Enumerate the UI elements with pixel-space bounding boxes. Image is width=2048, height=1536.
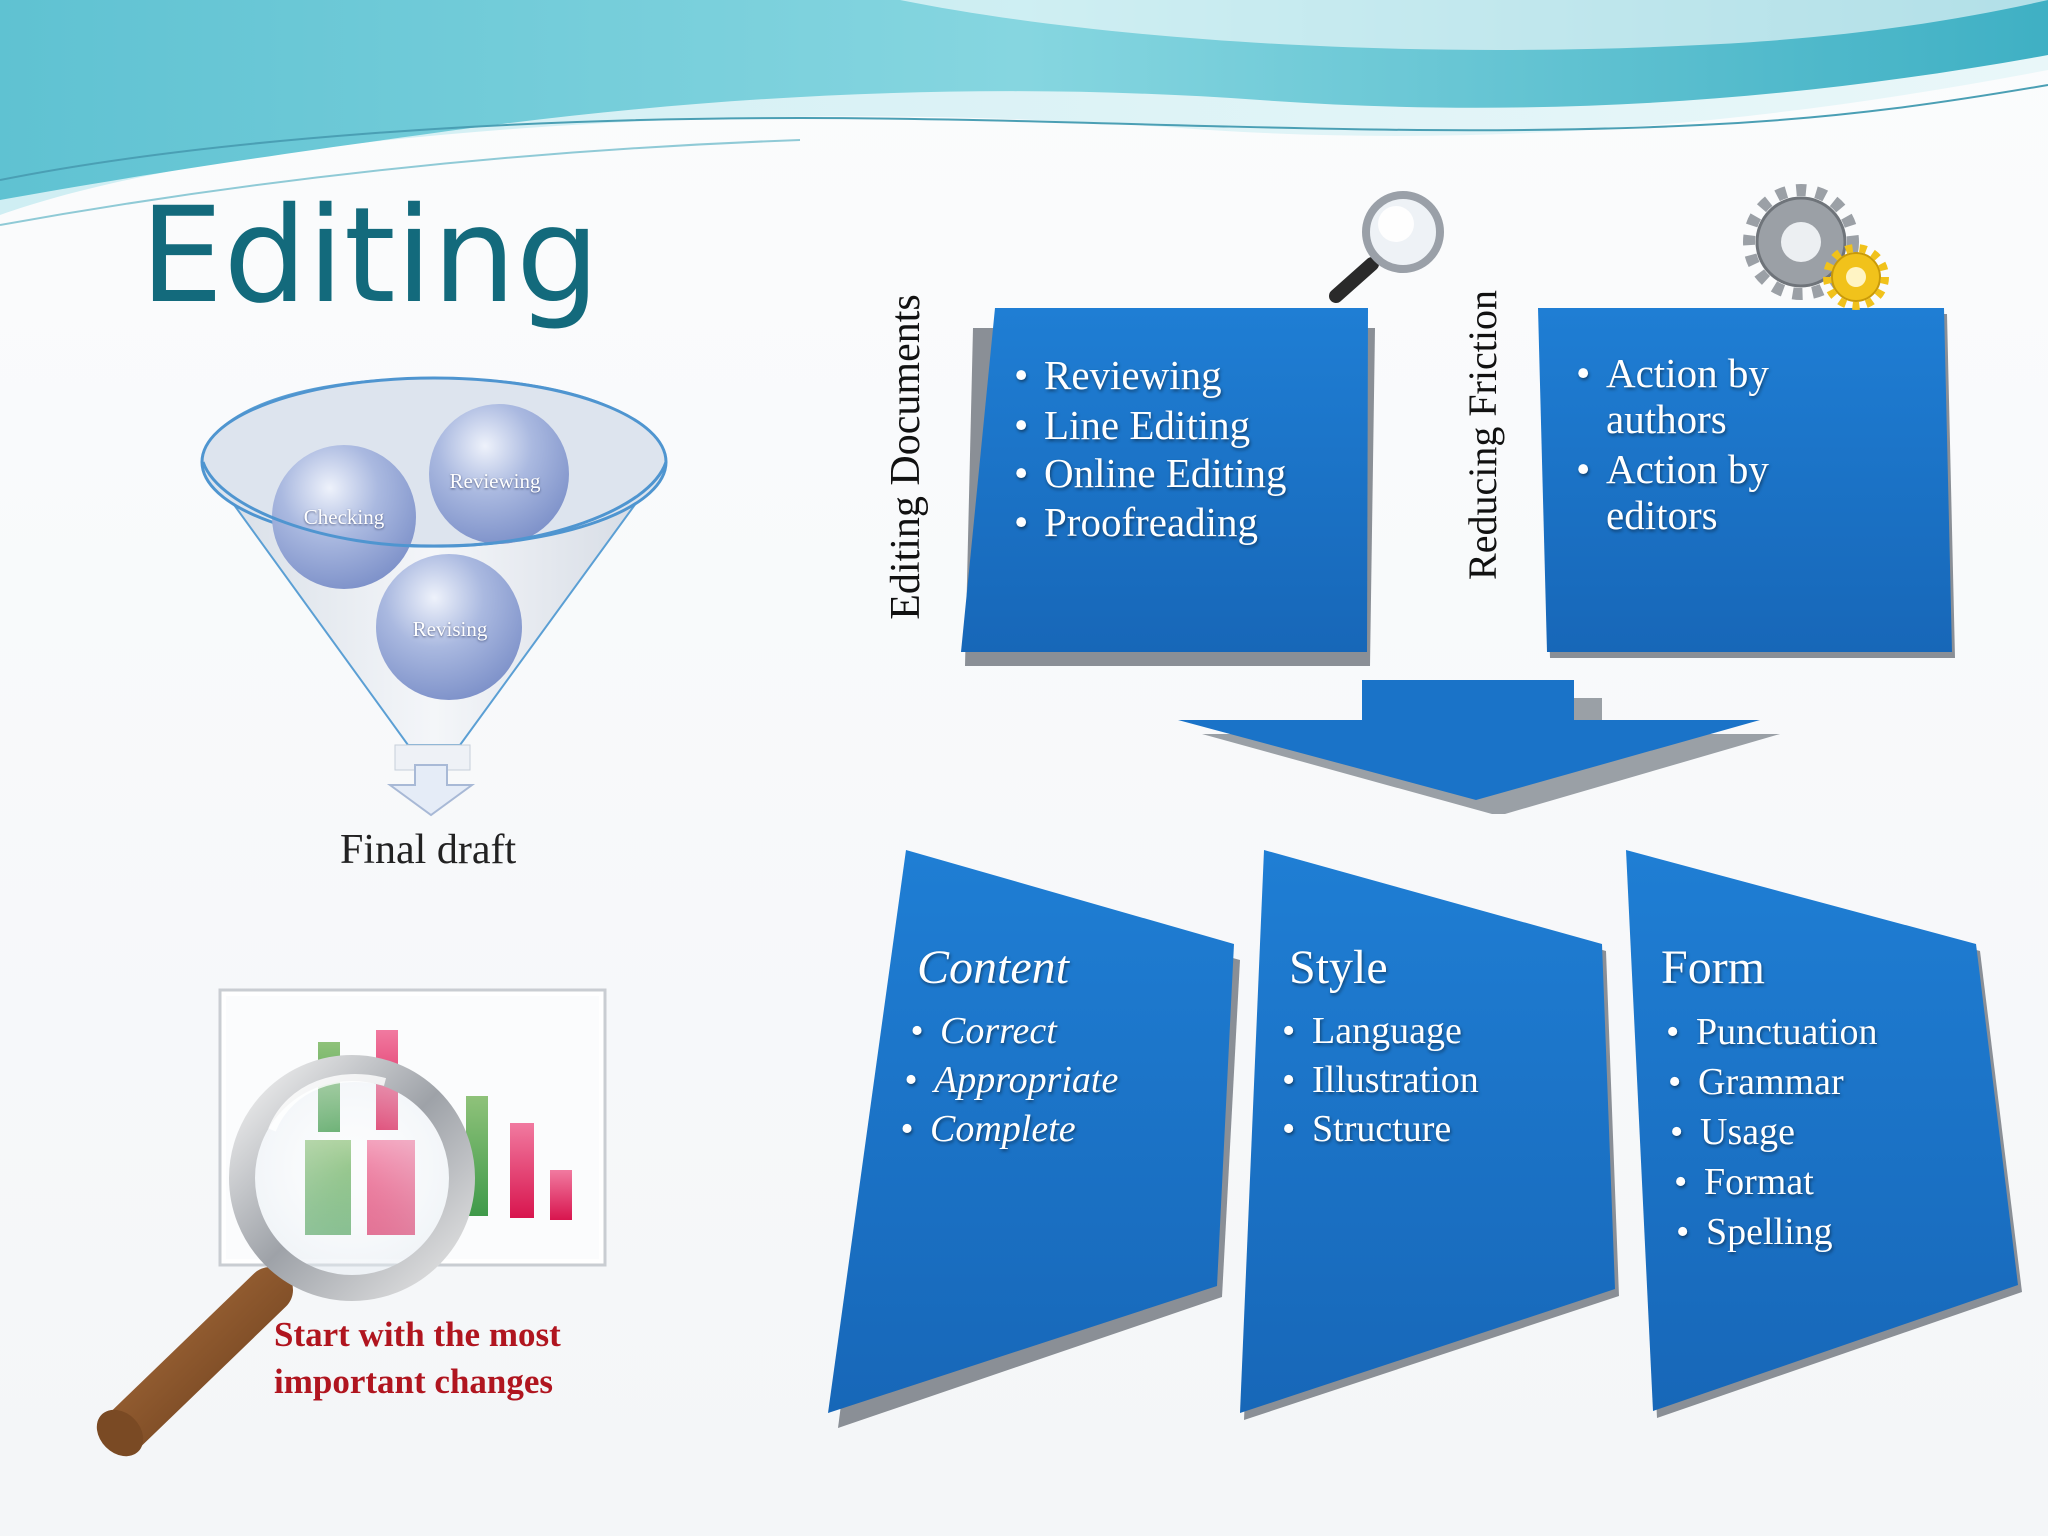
category-heading-content: Content — [917, 941, 1069, 994]
category-list-form: Punctuation Grammar Usage Format Spellin… — [1662, 1007, 1992, 1257]
list-item: Action by editors — [1572, 446, 1872, 538]
reducing-friction-label: Reducing Friction — [1460, 290, 1505, 580]
list-item: Appropriate — [900, 1056, 1220, 1105]
top-wave-decoration — [0, 0, 2048, 226]
funnel-label-revising: Revising — [412, 617, 488, 641]
list-item: Spelling — [1672, 1207, 1992, 1257]
funnel-output-label: Final draft — [340, 827, 517, 873]
bubble-reviewing — [429, 404, 569, 544]
list-item: Reviewing — [1010, 350, 1350, 400]
funnel-diagram — [200, 376, 668, 817]
bubble-checking — [272, 445, 416, 589]
page-title: Editing — [140, 179, 600, 333]
funnel-label-checking: Checking — [303, 505, 385, 529]
callout-line-1: Start with the most — [274, 1315, 561, 1354]
list-item: Proofreading — [1010, 497, 1350, 547]
category-heading-form: Form — [1661, 941, 1766, 994]
reducing-friction-list: Action by authors Action by editors — [1572, 350, 1872, 538]
list-item: Online Editing — [1010, 450, 1350, 497]
list-item: Grammar — [1664, 1057, 1992, 1107]
merge-arrow-icon — [1178, 680, 1780, 814]
callout-line-2: important changes — [274, 1361, 554, 1401]
list-item: Action by authors — [1572, 350, 1872, 442]
magnifier-icon — [1329, 191, 1444, 303]
list-item: Illustration — [1278, 1056, 1608, 1105]
editing-documents-list: Reviewing Line Editing Online Editing Pr… — [1010, 350, 1350, 547]
list-item: Correct — [906, 1007, 1220, 1056]
category-list-style: Language Illustration Structure — [1278, 1007, 1608, 1154]
list-item: Format — [1670, 1157, 1992, 1207]
gears-icon — [1743, 184, 1889, 310]
list-item: Punctuation — [1662, 1007, 1992, 1057]
funnel-label-reviewing: Reviewing — [449, 469, 541, 493]
list-item: Complete — [896, 1105, 1220, 1154]
list-item: Line Editing — [1010, 400, 1350, 450]
list-item: Structure — [1278, 1105, 1608, 1154]
bubble-revising — [376, 554, 522, 700]
list-item: Language — [1278, 1007, 1608, 1056]
editing-documents-label: Editing Documents — [883, 294, 929, 620]
down-arrow-icon — [386, 764, 476, 817]
callout-text: Start with the most important changes — [274, 1312, 561, 1406]
category-heading-style: Style — [1289, 941, 1388, 994]
category-list-content: Correct Appropriate Complete — [900, 1007, 1220, 1154]
list-item: Usage — [1666, 1107, 1992, 1157]
chart-magnifier-icon — [96, 988, 607, 1457]
